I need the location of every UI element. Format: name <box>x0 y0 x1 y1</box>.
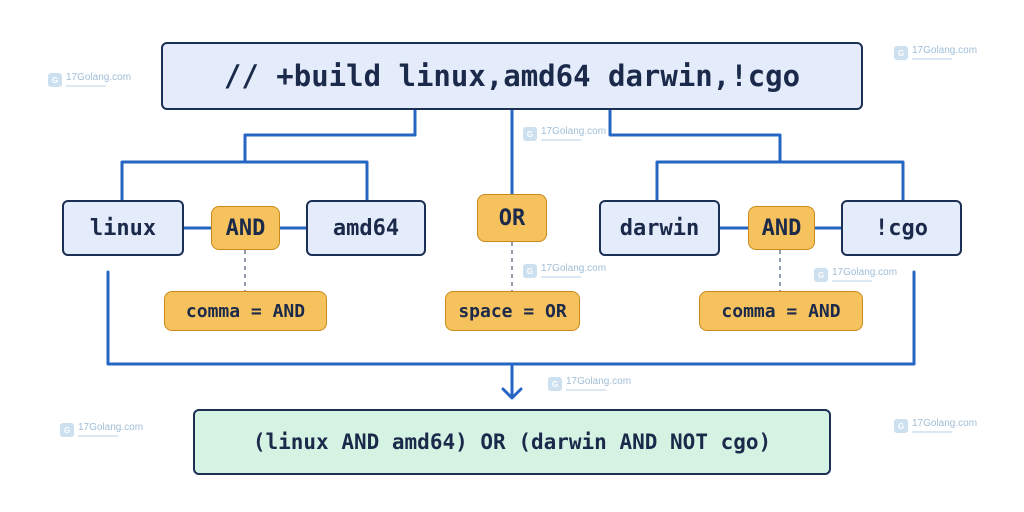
watermark-logo-icon: G <box>523 127 537 141</box>
watermark-text: 17Golang.com <box>912 45 978 56</box>
watermark: G 17Golang.com <box>814 268 897 282</box>
term-linux: linux <box>62 200 184 256</box>
watermark-logo-icon: G <box>894 419 908 433</box>
operator-or: OR <box>477 194 547 242</box>
note-space-or: space = OR <box>445 291 580 331</box>
watermark: G 17Golang.com <box>894 46 977 60</box>
term-amd64: amd64 <box>306 200 426 256</box>
note-comma-and-left: comma = AND <box>164 291 327 331</box>
watermark-text: 17Golang.com <box>566 376 632 387</box>
watermark: G 17Golang.com <box>523 127 606 141</box>
watermark-text: 17Golang.com <box>541 263 607 274</box>
watermark: G 17Golang.com <box>894 419 977 433</box>
operator-and-left: AND <box>211 206 280 250</box>
watermark-text: 17Golang.com <box>66 72 132 83</box>
watermark: G 17Golang.com <box>48 73 131 87</box>
watermark-text: 17Golang.com <box>78 422 144 433</box>
watermark-logo-icon: G <box>548 377 562 391</box>
watermark-logo-icon: G <box>814 268 828 282</box>
watermark: G 17Golang.com <box>523 264 606 278</box>
operator-and-right: AND <box>748 206 815 250</box>
watermark-text: 17Golang.com <box>912 418 978 429</box>
result-expression: (linux AND amd64) OR (darwin AND NOT cgo… <box>193 409 831 475</box>
watermark-text: 17Golang.com <box>541 126 607 137</box>
watermark-logo-icon: G <box>60 423 74 437</box>
watermark-logo-icon: G <box>523 264 537 278</box>
connector-header-to-right-group <box>608 108 905 202</box>
connector-to-result <box>501 362 523 400</box>
watermark-logo-icon: G <box>894 46 908 60</box>
watermark-logo-icon: G <box>48 73 62 87</box>
watermark: G 17Golang.com <box>548 377 631 391</box>
term-darwin: darwin <box>599 200 720 256</box>
watermark: G 17Golang.com <box>60 423 143 437</box>
build-tag-header: // +build linux,amd64 darwin,!cgo <box>161 42 863 110</box>
note-comma-and-right: comma = AND <box>699 291 863 331</box>
connector-header-to-left-group <box>120 108 417 202</box>
watermark-text: 17Golang.com <box>832 267 898 278</box>
term-not-cgo: !cgo <box>841 200 962 256</box>
